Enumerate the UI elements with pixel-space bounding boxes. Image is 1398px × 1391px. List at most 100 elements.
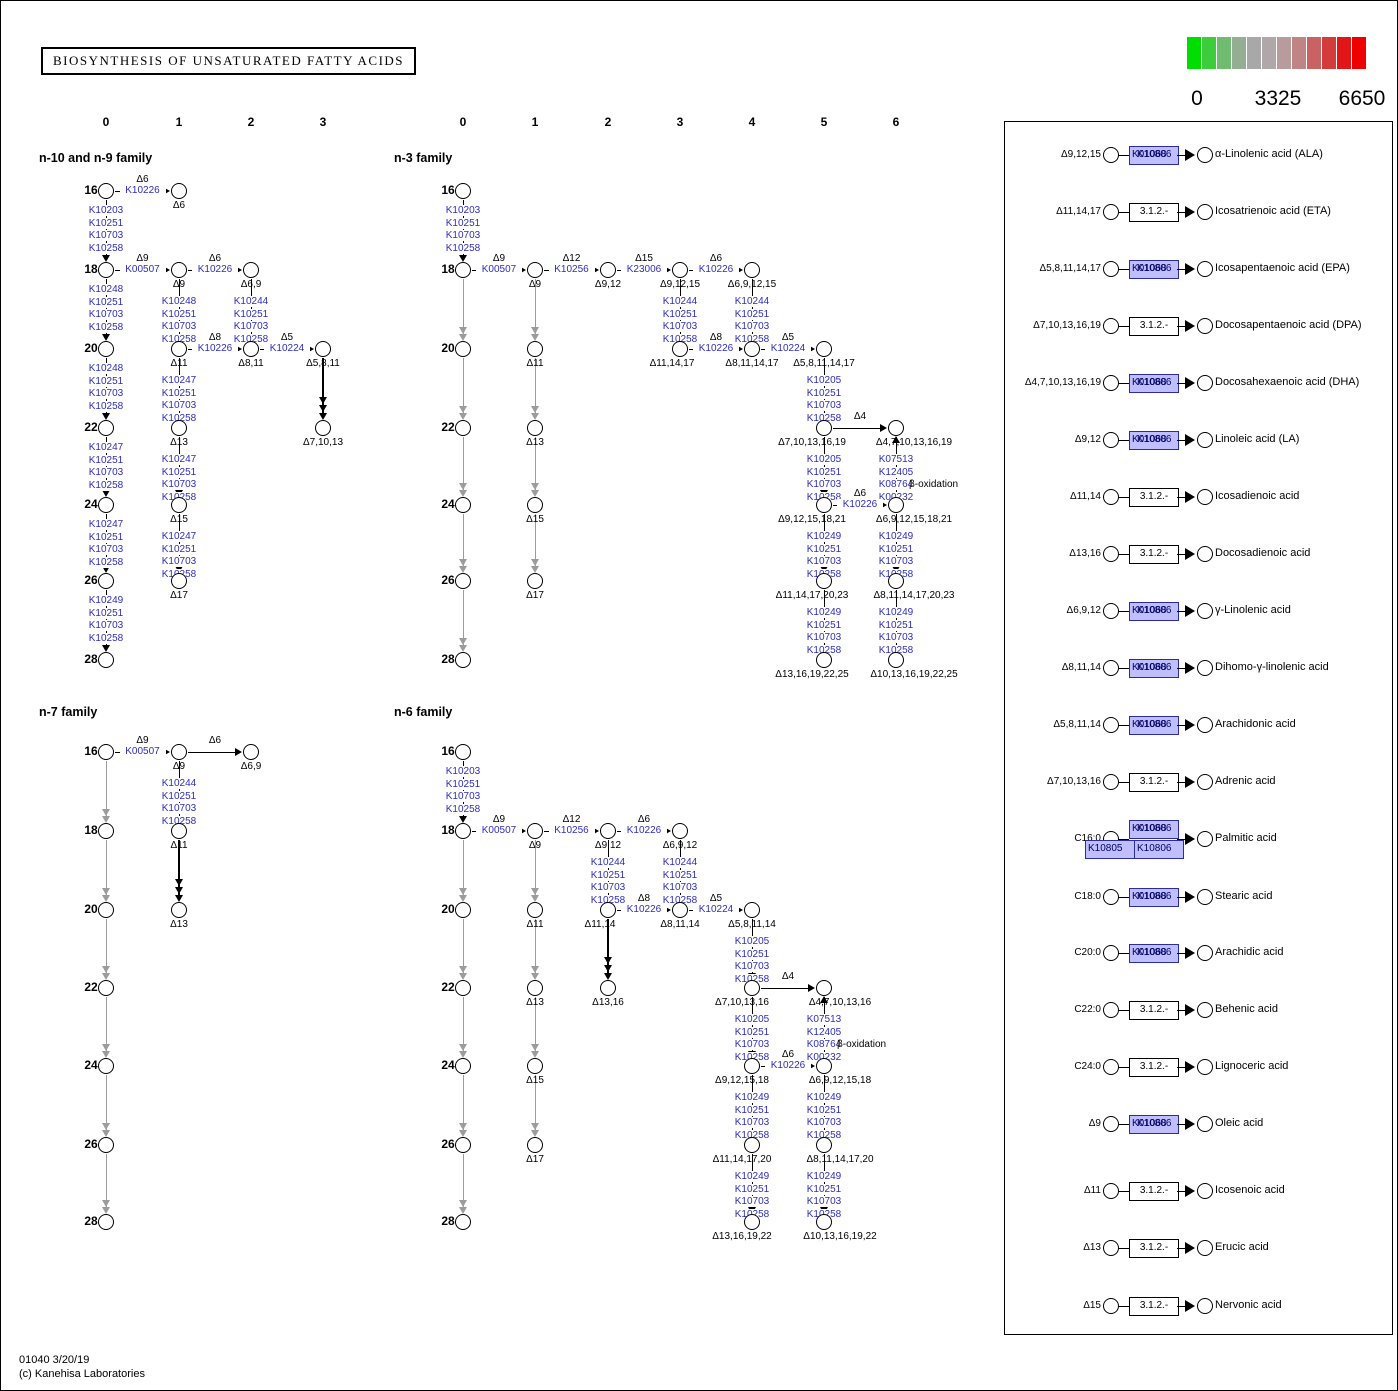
ko-label[interactable]: K10249 <box>872 531 920 542</box>
ko-label[interactable]: K10247 <box>155 531 203 542</box>
ko-label[interactable]: K10258 <box>800 644 848 656</box>
compound-node[interactable] <box>1103 1059 1119 1075</box>
compound-node[interactable] <box>527 1058 543 1074</box>
compound-node[interactable] <box>816 420 832 436</box>
ko-label[interactable]: K10703 <box>728 961 776 972</box>
ko-label[interactable]: K10703 <box>800 556 848 567</box>
compound-node[interactable] <box>744 902 760 918</box>
ko-label[interactable]: K10247 <box>82 519 130 530</box>
ko-box-label[interactable]: K01068 <box>1132 263 1167 274</box>
compound-node[interactable] <box>1197 432 1213 448</box>
compound-node[interactable] <box>1103 1002 1119 1018</box>
ko-label[interactable]: K10251 <box>155 308 203 320</box>
compound-node[interactable] <box>98 497 114 513</box>
ko-label[interactable]: K10258 <box>82 632 130 644</box>
ko-label[interactable]: K10203 <box>439 205 487 216</box>
compound-node[interactable] <box>98 262 114 278</box>
ec-box[interactable]: 3.1.2.- <box>1129 1182 1179 1201</box>
compound-node[interactable] <box>1197 1002 1213 1018</box>
compound-node[interactable] <box>315 341 331 357</box>
compound-node[interactable] <box>816 1214 832 1230</box>
compound-node[interactable] <box>527 902 543 918</box>
compound-node[interactable] <box>98 823 114 839</box>
ko-label[interactable]: K10258 <box>800 1129 848 1141</box>
compound-node[interactable] <box>1197 1183 1213 1199</box>
ko-label[interactable]: K10258 <box>82 400 130 412</box>
ko-box-label[interactable]: K01068 <box>1132 719 1167 730</box>
compound-node[interactable] <box>816 341 832 357</box>
ko-label[interactable]: K10251 <box>439 217 487 229</box>
compound-node[interactable] <box>98 980 114 996</box>
compound-node[interactable] <box>527 420 543 436</box>
ko-label[interactable]: K00507 <box>119 746 166 757</box>
ko-label[interactable]: K10258 <box>155 333 203 345</box>
ko-label[interactable]: K10258 <box>872 644 920 656</box>
compound-node[interactable] <box>1197 831 1213 847</box>
compound-node[interactable] <box>1197 1116 1213 1132</box>
ko-box-label[interactable]: K01068 <box>1132 605 1167 616</box>
compound-node[interactable] <box>315 420 331 436</box>
compound-node[interactable] <box>1197 945 1213 961</box>
ko-label[interactable]: K10248 <box>155 296 203 307</box>
compound-node[interactable] <box>455 183 471 199</box>
ko-label[interactable]: K10205 <box>728 936 776 947</box>
ko-label[interactable]: K10703 <box>82 309 130 320</box>
compound-node[interactable] <box>816 980 832 996</box>
ko-box-label[interactable]: K10806 <box>1137 662 1172 673</box>
ko-label[interactable]: K10703 <box>800 400 848 411</box>
ko-label[interactable]: K07513 <box>800 1014 848 1025</box>
compound-node[interactable] <box>1197 1240 1213 1256</box>
ko-label[interactable]: K10258 <box>227 333 275 345</box>
ko-label[interactable]: K10248 <box>82 284 130 295</box>
ko-label[interactable]: K10258 <box>656 333 704 345</box>
compound-node[interactable] <box>1103 375 1119 391</box>
ko-label[interactable]: K10258 <box>656 894 704 906</box>
compound-node[interactable] <box>455 902 471 918</box>
ko-label[interactable]: K10205 <box>728 1014 776 1025</box>
ko-label[interactable]: K10703 <box>728 1196 776 1207</box>
compound-node[interactable] <box>1103 660 1119 676</box>
compound-node[interactable] <box>171 823 187 839</box>
compound-node[interactable] <box>455 744 471 760</box>
compound-node[interactable] <box>1197 375 1213 391</box>
compound-node[interactable] <box>1103 603 1119 619</box>
ko-label[interactable]: K10703 <box>656 882 704 893</box>
ko-label[interactable]: K10244 <box>584 857 632 868</box>
ko-label[interactable]: K10251 <box>656 308 704 320</box>
compound-node[interactable] <box>455 573 471 589</box>
ko-label[interactable]: K10205 <box>800 375 848 386</box>
ko-label[interactable]: K00507 <box>119 264 166 275</box>
ko-label[interactable]: K10703 <box>155 803 203 814</box>
compound-node[interactable] <box>98 902 114 918</box>
compound-node[interactable] <box>527 341 543 357</box>
ko-label[interactable]: K10224 <box>264 343 310 354</box>
ko-label[interactable]: K10249 <box>800 1092 848 1103</box>
ko-box-label[interactable]: K10806 <box>1137 605 1172 616</box>
ko-label[interactable]: K10703 <box>82 388 130 399</box>
ko-label[interactable]: K10224 <box>693 904 739 915</box>
ko-box-label[interactable]: K01068 <box>1132 662 1167 673</box>
ko-label[interactable]: K10703 <box>439 230 487 241</box>
ko-label[interactable]: K10226 <box>192 343 238 354</box>
ko-label[interactable]: K10251 <box>155 543 203 555</box>
ko-label[interactable]: K10244 <box>227 296 275 307</box>
ko-label[interactable]: K08764 <box>872 479 920 490</box>
compound-node[interactable] <box>1197 261 1213 277</box>
ko-box-label[interactable]: K01068 <box>1132 823 1167 834</box>
ko-label[interactable]: K10703 <box>800 1196 848 1207</box>
ko-label[interactable]: K10251 <box>728 308 776 320</box>
ko-label[interactable]: K10251 <box>728 1183 776 1195</box>
ko-label[interactable]: K10249 <box>800 1171 848 1182</box>
compound-node[interactable] <box>171 341 187 357</box>
compound-node[interactable] <box>744 341 760 357</box>
compound-node[interactable] <box>527 497 543 513</box>
ec-box[interactable]: 3.1.2.- <box>1129 1058 1179 1077</box>
ko-label[interactable]: K10251 <box>728 1104 776 1116</box>
ko-box-label[interactable]: K01068 <box>1132 891 1167 902</box>
compound-node[interactable] <box>888 420 904 436</box>
